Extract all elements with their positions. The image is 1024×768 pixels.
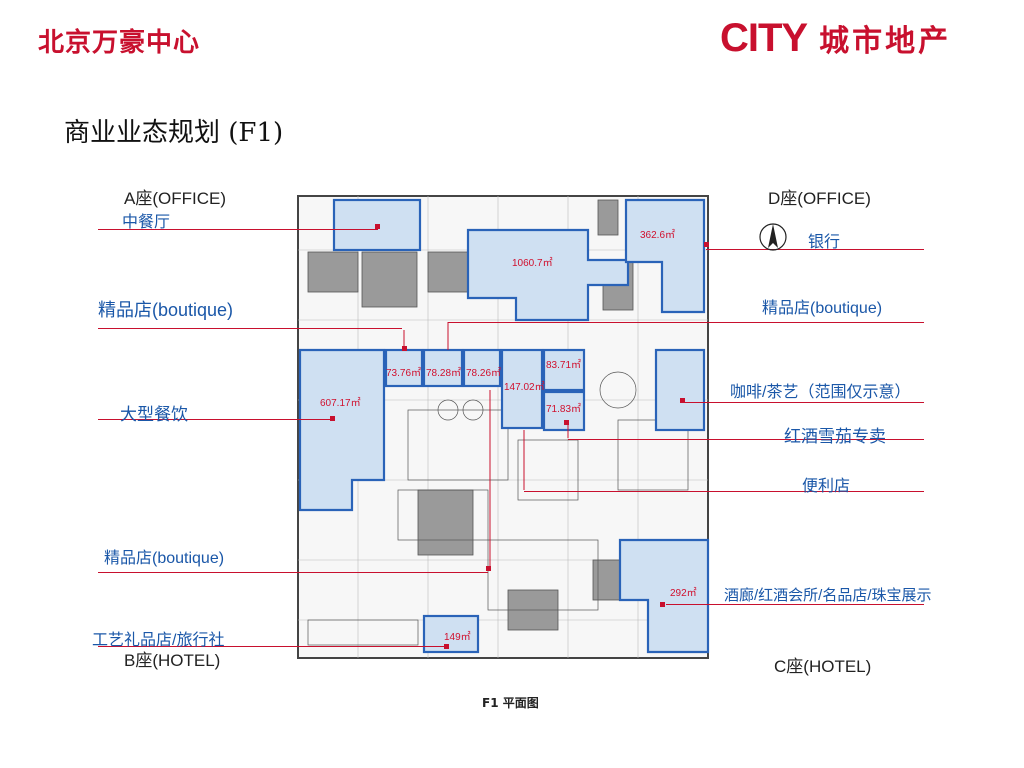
label-boutique-top-left: 精品店(boutique) bbox=[98, 300, 234, 320]
area-label-147: 147.02㎡ bbox=[504, 381, 545, 393]
leader-line-boutique-right bbox=[448, 322, 924, 323]
label-wine-cigar: 红酒雪茄专卖 bbox=[784, 427, 886, 446]
area-label-149: 149㎡ bbox=[444, 631, 471, 643]
area-label-362: 362.6㎡ bbox=[640, 229, 675, 241]
leader-line-bank bbox=[706, 249, 924, 250]
leader-line-boutique-left bbox=[98, 328, 402, 329]
label-coffee-tea: 咖啡/茶艺（范围仅示意） bbox=[730, 384, 911, 401]
area-label-71: 71.83㎡ bbox=[546, 403, 581, 415]
label-large-dining: 大型餐饮 bbox=[120, 405, 188, 424]
floor-plan: 362.6㎡ 1060.7㎡ 73.76㎡ 78.28㎡ 78.26㎡ 83.7… bbox=[297, 195, 710, 659]
leader-line-large-dining bbox=[98, 419, 332, 420]
label-boutique-right: 精品店(boutique) bbox=[762, 300, 883, 317]
page-title: 北京万豪中心 bbox=[38, 28, 201, 58]
logo-text-en: CITY bbox=[720, 15, 808, 60]
label-bank: 银行 bbox=[808, 234, 841, 251]
label-building-b: B座(HOTEL) bbox=[124, 651, 221, 670]
marker-bank bbox=[704, 242, 709, 247]
leader-line-bar bbox=[666, 604, 924, 605]
logo-text-cn: 城市地产 bbox=[819, 24, 952, 59]
area-label-78b: 78.26㎡ bbox=[466, 367, 501, 379]
marker-coffee bbox=[680, 398, 685, 403]
label-boutique-bottom-left: 精品店(boutique) bbox=[104, 550, 225, 567]
label-building-a: A座(OFFICE) bbox=[124, 189, 226, 208]
leader-line-boutique-bottom bbox=[98, 572, 488, 573]
section-subtitle: 商业业态规划 (F1) bbox=[64, 118, 284, 148]
area-label-607: 607.17㎡ bbox=[320, 397, 361, 409]
area-label-78a: 78.28㎡ bbox=[426, 367, 461, 379]
marker-large-dining bbox=[330, 416, 335, 421]
area-label-73: 73.76㎡ bbox=[386, 367, 421, 379]
leader-line-convenience bbox=[524, 491, 924, 492]
company-logo: CITY 城市地产 bbox=[720, 16, 951, 60]
plan-caption: F1 平面图 bbox=[482, 696, 539, 710]
label-bar-club: 酒廊/红酒会所/名品店/珠宝展示 bbox=[724, 587, 932, 604]
marker-bar bbox=[660, 602, 665, 607]
leader-line-crafts bbox=[98, 646, 448, 647]
marker-boutique-bottom bbox=[486, 566, 491, 571]
marker-chinese-restaurant bbox=[375, 224, 380, 229]
label-building-c: C座(HOTEL) bbox=[774, 657, 872, 676]
leader-line-chinese-restaurant bbox=[98, 229, 378, 230]
area-label-1060: 1060.7㎡ bbox=[512, 257, 553, 269]
marker-wine-cigar bbox=[564, 420, 569, 425]
leader-line-coffee bbox=[684, 402, 924, 403]
label-building-d: D座(OFFICE) bbox=[768, 189, 871, 208]
north-arrow-icon bbox=[759, 223, 787, 251]
leader-line-wine-cigar bbox=[568, 439, 924, 440]
area-label-83: 83.71㎡ bbox=[546, 359, 581, 371]
label-crafts-travel: 工艺礼品店/旅行社 bbox=[92, 632, 225, 649]
label-convenience-store: 便利店 bbox=[802, 478, 851, 495]
area-label-292: 292㎡ bbox=[670, 587, 697, 599]
label-chinese-restaurant: 中餐厅 bbox=[122, 214, 171, 231]
